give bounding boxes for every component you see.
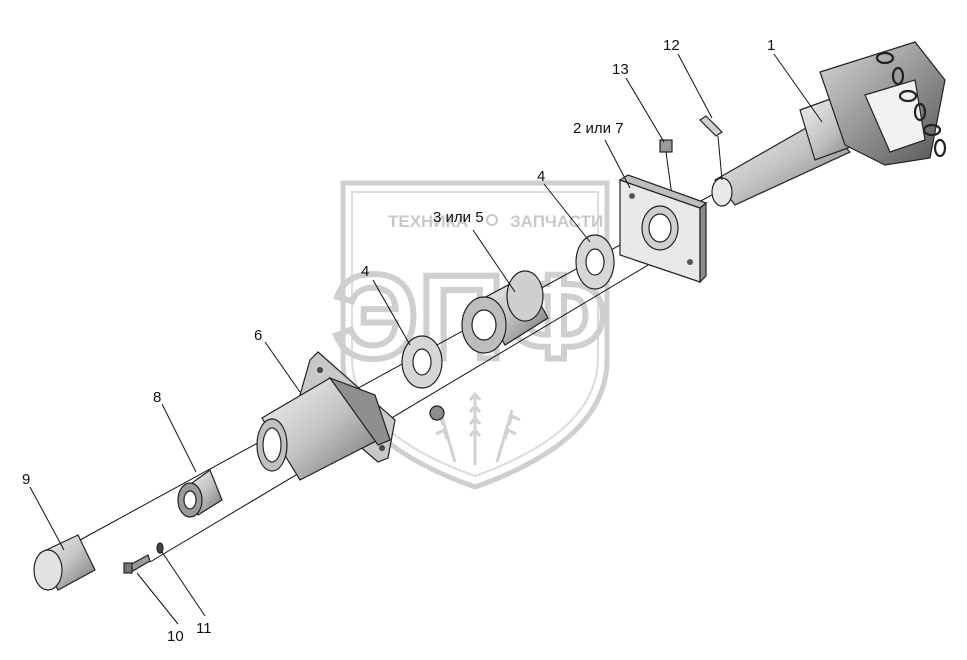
watermark-gear-icon [486, 214, 498, 226]
callout-11: 11 [196, 620, 212, 637]
callout-4-upper: 4 [537, 168, 545, 185]
callout-3-or-5: 3 или 5 [433, 209, 484, 226]
watermark-text-left: ТЕХНИКА [388, 212, 468, 231]
part-2-or-7-flange [618, 174, 708, 284]
callout-4-lower: 4 [361, 263, 369, 280]
part-3-or-5-bushing [461, 270, 549, 354]
watermark-shield: ТЕХНИКА ЗАПЧАСТИ ЭПФ [330, 180, 610, 490]
part-6-housing [256, 351, 396, 481]
callout-labels: 1 12 13 2 или 7 4 3 или 5 4 6 8 9 10 11 [22, 37, 775, 645]
callout-8: 8 [153, 389, 161, 406]
part-11-lock-washer [156, 542, 164, 554]
part-4-washer-upper [575, 234, 615, 290]
callout-9: 9 [22, 471, 30, 488]
part-8-slotted-nut [177, 469, 223, 518]
part-small-fitting [429, 405, 445, 421]
callout-10: 10 [167, 628, 184, 645]
watermark-wheat-icon [431, 391, 521, 465]
watermark-text-right: ЗАПЧАСТИ [510, 212, 603, 231]
part-1-hitch [711, 41, 947, 207]
leader-lines [29, 53, 823, 625]
part-4-washer-lower [401, 335, 443, 389]
callout-2-or-7: 2 или 7 [573, 120, 624, 137]
chain-icon [875, 51, 947, 158]
part-9-cap [33, 534, 96, 591]
callout-12: 12 [663, 37, 680, 54]
callout-13: 13 [612, 61, 629, 78]
bolt-axis-line [149, 239, 691, 563]
part-13-grease-fitting [659, 139, 673, 197]
callout-1: 1 [767, 37, 775, 54]
part-12-cotter-pin [699, 115, 723, 181]
part-10-bolt [123, 554, 151, 574]
callout-6: 6 [254, 327, 262, 344]
